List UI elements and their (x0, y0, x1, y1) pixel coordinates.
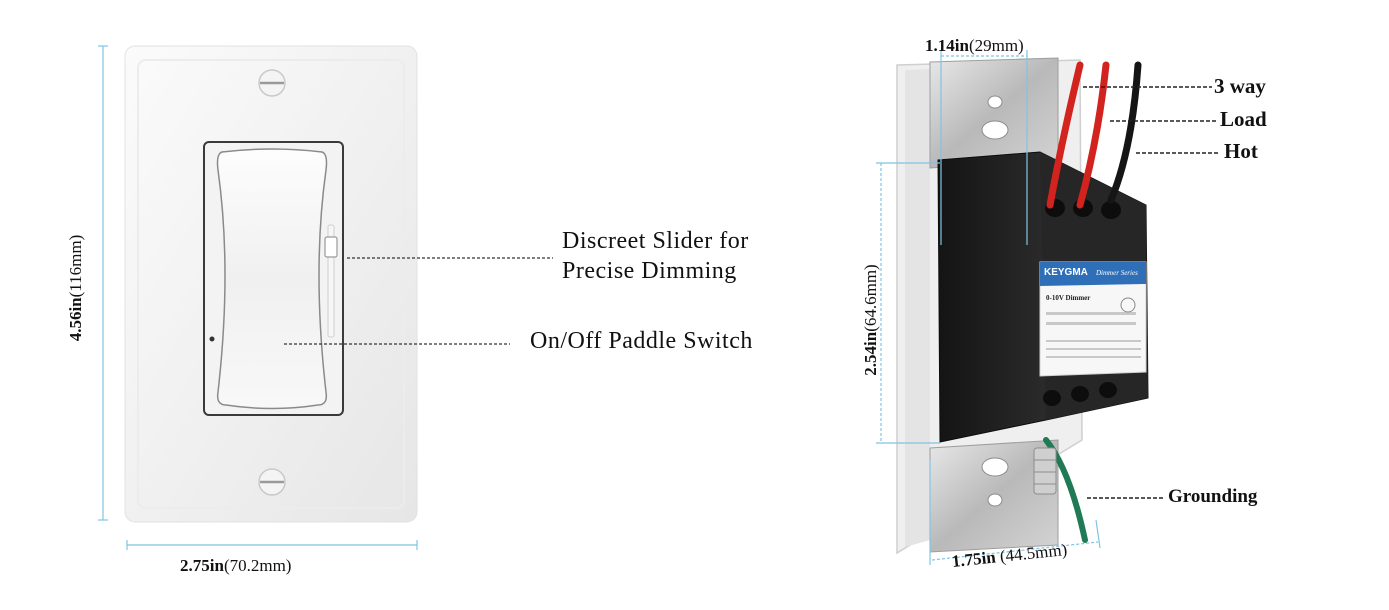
three-way-wire (1046, 61, 1084, 209)
paddle-callout: On/Off Paddle Switch (530, 326, 753, 356)
depth-label: 1.14in(29mm) (925, 36, 1024, 56)
body-height-metric: (64.6mm) (861, 264, 880, 332)
front-height-metric: (116mm) (66, 234, 85, 298)
product-label (1039, 261, 1147, 377)
body-height-value: 2.54in (861, 331, 880, 376)
height-dimension-line (98, 45, 108, 521)
series-label: Dimmer Series (1096, 269, 1138, 277)
depth-value: 1.14in (925, 36, 969, 55)
front-height-value: 4.56in (66, 297, 85, 342)
front-width-label: 2.75in(70.2mm) (180, 556, 291, 576)
bracket-dimension-line (929, 460, 1101, 565)
paddle-callout-text: On/Off Paddle Switch (530, 328, 753, 354)
body-height-dimension-line (876, 162, 940, 444)
width-dimension-line (126, 540, 418, 550)
slider-callout-line2: Precise Dimming (562, 258, 737, 284)
bottom-screw-icon (258, 468, 286, 496)
brand-label: KEYGMA (1044, 267, 1088, 278)
ground-wire (1043, 437, 1088, 543)
top-mounting-bracket (929, 57, 1059, 169)
paddle-switch[interactable] (216, 148, 328, 410)
body-height-label: 2.54in(64.6mm) (861, 230, 883, 410)
bottom-mounting-bracket (929, 439, 1059, 553)
top-screw-icon (258, 69, 286, 97)
front-width-metric: (70.2mm) (223, 556, 292, 575)
depth-metric: (29mm) (968, 36, 1024, 55)
hot-label: Hot (1224, 139, 1258, 163)
ground-label: Grounding (1168, 486, 1258, 507)
bracket-value: 1.75in (950, 547, 997, 571)
slider-callout-line1: Discreet Slider for (562, 228, 749, 254)
depth-dimension-line (940, 50, 1028, 245)
hot-wire (1107, 61, 1142, 204)
load-label: Load (1220, 107, 1267, 131)
load-wire (1076, 61, 1110, 209)
ground-screw-icon (1033, 447, 1057, 495)
status-led-icon (209, 336, 215, 342)
slider-callout: Discreet Slider for Precise Dimming (562, 226, 749, 286)
model-title-label: 0-10V Dimmer (1046, 294, 1091, 302)
front-height-label: 4.56in(116mm) (66, 198, 88, 378)
dimming-slider[interactable] (324, 224, 338, 338)
front-width-value: 2.75in (180, 556, 224, 575)
three-way-label: 3 way (1214, 74, 1266, 98)
